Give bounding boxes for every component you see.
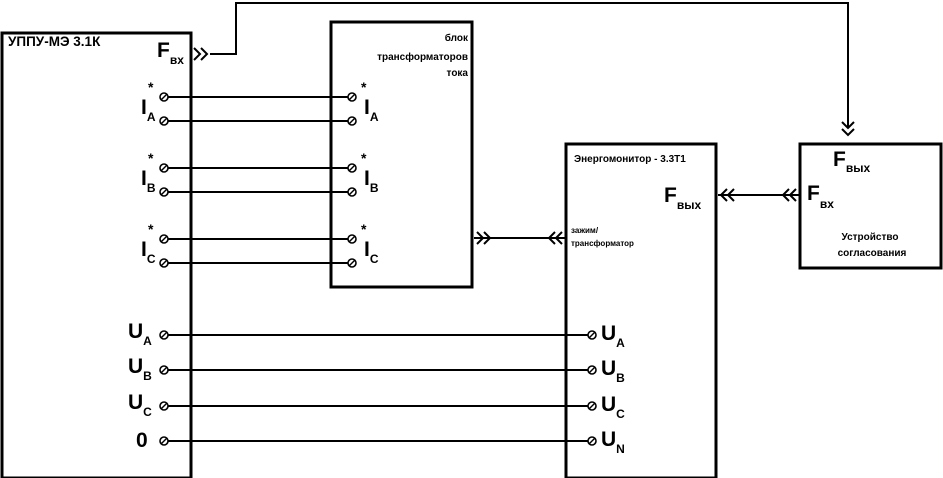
- matching-f-out-label: Fвых: [833, 148, 870, 175]
- connector-transformer-out: [476, 231, 492, 245]
- star-trans-ic: *: [361, 221, 367, 237]
- terminal-uppu-uc: [159, 401, 169, 411]
- wires: [164, 2, 849, 442]
- uppu-zero-label: 0: [136, 429, 148, 452]
- terminal-trans-ia: [347, 116, 357, 126]
- terminal-uppu-ib: [159, 187, 169, 197]
- uppu-uc-label: UC: [128, 391, 152, 419]
- star-uppu-ic: *: [148, 221, 154, 237]
- terminal-uppu-ia-star: [159, 92, 169, 102]
- uppu-ic-label: IC: [141, 238, 156, 266]
- terminal-uppu-ic: [159, 258, 169, 268]
- energomonitor-title: Энергомонитор - 3.3Т1: [574, 154, 686, 165]
- uppu-block: [0, 31, 193, 478]
- terminal-em-ub: [587, 365, 597, 375]
- em-uc-label: UC: [601, 393, 625, 421]
- energomonitor-input-line-2: трансформатор: [571, 239, 634, 248]
- terminal-trans-ib-star: [347, 163, 357, 173]
- uppu-ia-label: IA: [141, 96, 156, 124]
- star-trans-ib: *: [361, 150, 367, 166]
- connector-energomonitor-in: [547, 231, 563, 245]
- terminal-em-uc: [587, 401, 597, 411]
- uppu-ua-label: UA: [128, 320, 152, 348]
- terminal-trans-ia-star: [347, 92, 357, 102]
- trans-ib-label: IB: [364, 167, 379, 195]
- matching-f-in-label: Fвх: [807, 182, 834, 211]
- energomonitor-f-out-label: Fвых: [664, 184, 701, 212]
- transformer-title-line-3: тока: [447, 68, 469, 79]
- terminal-uppu-zero: [159, 436, 169, 446]
- star-trans-ia: *: [361, 79, 367, 95]
- uppu-f-in-label: Fвх: [157, 39, 184, 67]
- terminals: [159, 92, 597, 446]
- connector-matching-top: [841, 121, 855, 137]
- terminal-trans-ic-star: [347, 234, 357, 244]
- uppu-ub-label: UB: [128, 355, 152, 383]
- star-uppu-ia: *: [148, 79, 154, 95]
- energomonitor-block: [564, 142, 718, 478]
- matching-title-line-2: согласования: [838, 248, 907, 259]
- connectors: [193, 47, 855, 245]
- terminal-uppu-ia: [159, 116, 169, 126]
- uppu-title: УППУ-МЭ 3.1К: [8, 34, 101, 49]
- terminal-trans-ib: [347, 187, 357, 197]
- connector-f-in-uppu: [193, 47, 209, 61]
- energomonitor-input-line-1: зажим/: [571, 226, 599, 235]
- connector-matching-f-in: [781, 188, 797, 202]
- terminal-em-un: [587, 436, 597, 446]
- terminal-uppu-ib-star: [159, 163, 169, 173]
- connector-energomonitor-f-out: [719, 188, 735, 202]
- terminal-trans-ic: [347, 258, 357, 268]
- matching-title-line-1: Устройство: [842, 232, 899, 243]
- terminal-uppu-ua: [159, 330, 169, 340]
- wire-f-in-to-matching: [210, 2, 849, 128]
- trans-ic-label: IC: [364, 238, 379, 266]
- terminal-em-ua: [587, 330, 597, 340]
- terminal-uppu-ub: [159, 365, 169, 375]
- matching-device-block: [798, 142, 943, 270]
- polarity-marks: * * * * * *: [148, 79, 367, 237]
- terminal-uppu-ic-star: [159, 234, 169, 244]
- em-ua-label: UA: [601, 322, 625, 350]
- em-ub-label: UB: [601, 357, 625, 385]
- uppu-ib-label: IB: [141, 167, 156, 195]
- trans-ia-label: IA: [364, 96, 379, 124]
- transformer-title-line-2: трансформаторов: [377, 51, 468, 63]
- transformer-title-line-1: блок: [445, 32, 469, 44]
- star-uppu-ib: *: [148, 150, 154, 166]
- em-un-label: UN: [601, 428, 625, 456]
